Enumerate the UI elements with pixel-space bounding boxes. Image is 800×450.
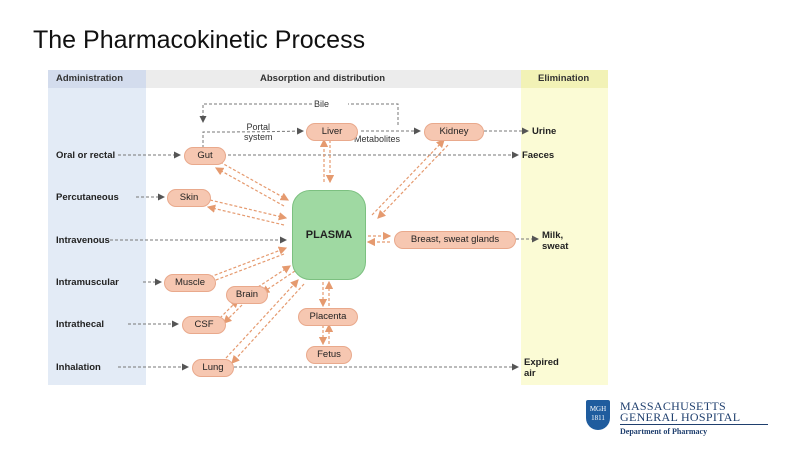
label-bile: Bile	[314, 99, 330, 109]
administration-column	[48, 70, 146, 385]
administration-header-band	[48, 70, 146, 88]
logo-department: Department of Pharmacy	[620, 427, 708, 436]
node-lung: Lung	[192, 359, 234, 377]
header-band	[48, 70, 608, 88]
logo-org-line2: GENERAL HOSPITAL	[620, 410, 741, 424]
elimination-expired-line1: Expired	[524, 357, 559, 368]
node-breast-sweat-glands: Breast, sweat glands	[394, 231, 516, 249]
header-elimination: Elimination	[538, 73, 590, 84]
route-intramuscular: Intramuscular	[56, 277, 119, 288]
shield-text-line2: 1811	[591, 414, 605, 422]
node-gut: Gut	[184, 147, 226, 165]
elimination-milk-line1: Milk,	[542, 230, 564, 241]
slide-title: The Pharmacokinetic Process	[33, 26, 366, 54]
header-absorption-distribution: Absorption and distribution	[260, 73, 386, 84]
node-fetus: Fetus	[306, 346, 352, 364]
header-administration: Administration	[56, 73, 124, 84]
elimination-expired-line2: air	[524, 368, 536, 379]
shield-text-line1: MGH	[589, 405, 607, 413]
elimination-urine: Urine	[532, 126, 557, 137]
label-portal-line2: system	[244, 132, 273, 142]
node-brain: Brain	[226, 286, 268, 304]
node-skin: Skin	[167, 189, 211, 207]
label-metabolites: Metabolites	[354, 134, 401, 144]
elimination-column	[521, 70, 608, 385]
elimination-faeces: Faeces	[522, 150, 555, 161]
label-portal-line1: Portal	[246, 122, 271, 132]
elimination-milk-sweat: Milk,sweat	[542, 230, 568, 252]
logo-org-line1: MASSACHUSETTS	[620, 399, 726, 413]
diagram-arrows	[110, 103, 539, 371]
node-muscle: Muscle	[164, 274, 216, 292]
elimination-milk-line2: sweat	[542, 241, 569, 252]
route-inhalation: Inhalation	[56, 362, 101, 373]
pharmacokinetic-diagram: Administration Absorption and distributi…	[48, 70, 608, 385]
route-oral-rectal: Oral or rectal	[56, 150, 116, 161]
node-plasma: PLASMA	[292, 190, 366, 280]
route-percutaneous: Percutaneous	[56, 192, 119, 203]
node-csf: CSF	[182, 316, 226, 334]
logo-divider	[620, 424, 768, 425]
node-placenta: Placenta	[298, 308, 358, 326]
route-intravenous: Intravenous	[56, 235, 110, 246]
elimination-header-band	[521, 70, 608, 88]
node-kidney: Kidney	[424, 123, 484, 141]
node-liver: Liver	[306, 123, 358, 141]
route-intrathecal: Intrathecal	[56, 319, 105, 330]
